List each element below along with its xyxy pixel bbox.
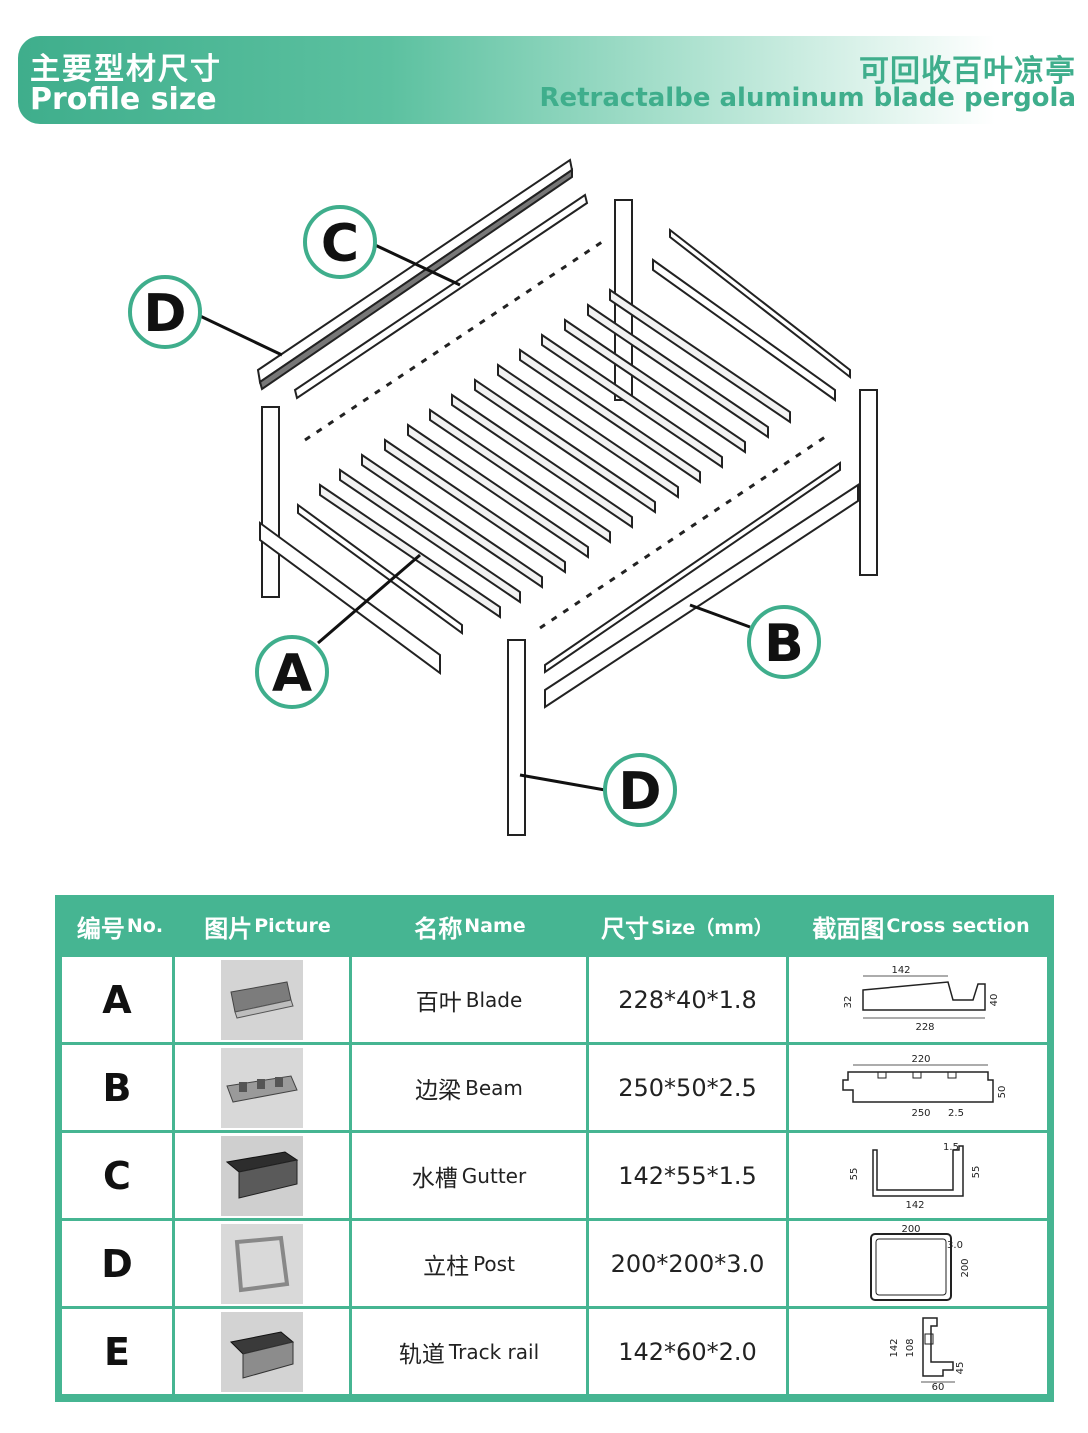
callout-d-bottom: D <box>603 753 677 827</box>
rail-right-back <box>669 227 851 380</box>
profile-photo <box>175 1133 349 1218</box>
row-number: E <box>104 1329 130 1374</box>
row-number: D <box>101 1241 133 1286</box>
profile-photo <box>175 1309 349 1394</box>
blades-group <box>319 288 791 619</box>
svg-text:142: 142 <box>891 965 910 976</box>
blade-photo <box>221 959 303 1040</box>
product-title-cn: 可回收百叶凉亭 <box>859 54 1076 89</box>
track-rail-photo <box>221 1311 303 1392</box>
svg-text:108: 108 <box>905 1338 916 1357</box>
rail-right-front <box>652 258 836 402</box>
svg-text:55: 55 <box>849 1168 860 1181</box>
svg-text:A: A <box>272 644 312 704</box>
gutter-back <box>256 158 574 384</box>
profile-size: 142*55*1.5 <box>618 1161 757 1190</box>
svg-text:142: 142 <box>905 1200 924 1211</box>
svg-text:45: 45 <box>955 1361 966 1374</box>
post-photo <box>221 1223 303 1304</box>
profile-photo <box>175 1045 349 1130</box>
post-cross-section: 200 200 3.0 <box>870 1224 971 1301</box>
pergola-exploded-diagram: D C A B D <box>128 158 878 836</box>
svg-text:2.5: 2.5 <box>948 1108 964 1119</box>
cross-section: 220 50 250 2.5 <box>789 1045 1047 1130</box>
svg-text:220: 220 <box>911 1054 930 1065</box>
callout-b: B <box>747 605 821 679</box>
post-front <box>507 639 526 836</box>
row-number: A <box>102 977 132 1022</box>
svg-text:55: 55 <box>971 1166 982 1179</box>
beam-photo <box>221 1047 303 1128</box>
svg-text:C: C <box>321 214 359 274</box>
svg-text:250: 250 <box>911 1108 930 1119</box>
blade-cross-section: 142 32 40 228 <box>843 965 1000 1033</box>
svg-text:60: 60 <box>932 1382 945 1392</box>
svg-text:200: 200 <box>901 1224 920 1235</box>
svg-text:D: D <box>143 284 186 344</box>
profile-size: 228*40*1.8 <box>618 985 757 1014</box>
title-cn: 主要型材尺寸 <box>30 52 222 87</box>
gutter-cross-section: 55 55 142 1.5 <box>849 1142 982 1211</box>
svg-text:B: B <box>764 614 804 674</box>
header-banner <box>18 36 1080 124</box>
product-title-en: Retractalbe aluminum blade pergola <box>539 83 1076 113</box>
svg-text:142: 142 <box>889 1338 900 1357</box>
post-right <box>859 389 878 576</box>
profile-size: 250*50*2.5 <box>618 1073 757 1102</box>
profile-size: 200*200*3.0 <box>610 1249 765 1278</box>
callout-a: A <box>255 635 329 709</box>
svg-text:1.5: 1.5 <box>943 1142 959 1153</box>
row-number: C <box>103 1153 131 1198</box>
gutter-photo <box>221 1135 303 1216</box>
beam-right-front <box>544 483 859 709</box>
callout-c: C <box>303 205 377 279</box>
profile-photo <box>175 1221 349 1306</box>
svg-text:3.0: 3.0 <box>947 1240 963 1251</box>
svg-text:228: 228 <box>915 1022 934 1033</box>
svg-text:32: 32 <box>843 996 854 1009</box>
profile-photo <box>175 957 349 1042</box>
row-number: B <box>102 1065 132 1110</box>
svg-text:D: D <box>618 762 661 822</box>
beam-cross-section: 220 50 250 2.5 <box>842 1054 1008 1119</box>
beam-left-front <box>259 521 441 675</box>
callout-d-top: D <box>128 275 202 349</box>
title-en: Profile size <box>30 82 217 117</box>
svg-text:40: 40 <box>989 994 1000 1007</box>
cross-section: 142 108 45 60 <box>789 1309 1047 1394</box>
cross-section: 55 55 142 1.5 <box>789 1133 1047 1218</box>
svg-text:200: 200 <box>960 1258 971 1277</box>
profile-size: 142*60*2.0 <box>618 1337 757 1366</box>
track-rail-cross-section: 142 108 45 60 <box>889 1316 966 1392</box>
cross-section: 200 200 3.0 <box>789 1221 1047 1306</box>
post-left <box>261 406 280 598</box>
cross-section: 142 32 40 228 <box>789 957 1047 1042</box>
svg-text:50: 50 <box>997 1086 1008 1099</box>
beam-back-left <box>293 193 589 400</box>
